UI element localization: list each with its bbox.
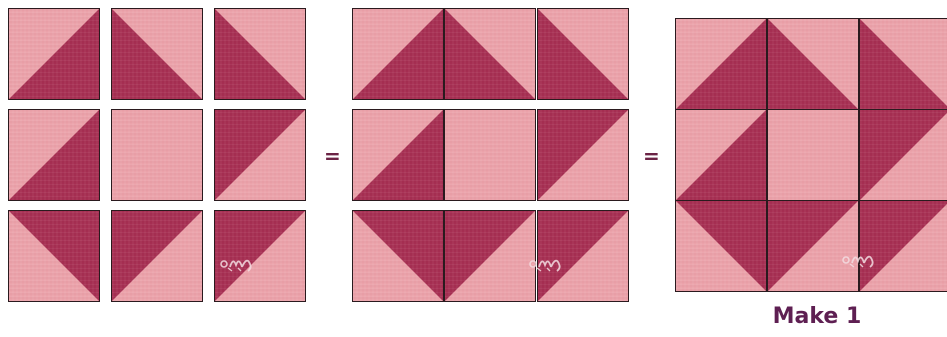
square-r3-c1 <box>8 210 100 302</box>
fabric-texture <box>214 109 306 201</box>
fabric-texture <box>537 8 629 100</box>
fabric-texture <box>352 109 444 201</box>
unsewn-squares-grid <box>8 8 306 302</box>
row1-patch-1 <box>352 8 444 100</box>
row2-patch-2 <box>444 109 536 201</box>
fabric-texture <box>859 18 947 110</box>
fabric-texture <box>859 200 947 292</box>
row3-patch-3 <box>537 210 629 302</box>
square-r1-c3 <box>214 8 306 100</box>
fabric-texture <box>8 210 100 302</box>
block-patch-r1-c3 <box>859 18 947 110</box>
fabric-texture <box>352 210 444 302</box>
row1-patch-3 <box>537 8 629 100</box>
square-r2-c2 <box>111 109 203 201</box>
square-r1-c1 <box>8 8 100 100</box>
square-r3-c2 <box>111 210 203 302</box>
square-r2-c1 <box>8 109 100 201</box>
fabric-texture <box>675 18 767 110</box>
block-patch-r3-c2 <box>767 200 859 292</box>
fabric-texture <box>767 109 859 201</box>
fabric-texture <box>444 109 536 201</box>
fabric-texture <box>8 109 100 201</box>
block-patch-r1-c1 <box>675 18 767 110</box>
fabric-texture <box>111 109 203 201</box>
fabric-texture <box>767 200 859 292</box>
block-patch-r1-c2 <box>767 18 859 110</box>
equals-sign-1: = <box>324 146 341 166</box>
block-patch-r2-c2 <box>767 109 859 201</box>
fabric-texture <box>767 18 859 110</box>
square-r3-c3 <box>214 210 306 302</box>
row3-patch-1 <box>352 210 444 302</box>
square-r1-c2 <box>111 8 203 100</box>
make-count-caption: Make 1 <box>752 304 882 329</box>
block-patch-r2-c1 <box>675 109 767 201</box>
fabric-texture <box>675 200 767 292</box>
fabric-texture <box>537 109 629 201</box>
row2-patch-1 <box>352 109 444 201</box>
fabric-texture <box>8 8 100 100</box>
fabric-texture <box>444 8 536 100</box>
sewn-rows-grid <box>352 8 629 302</box>
block-patch-r2-c3 <box>859 109 947 201</box>
finished-block <box>675 18 947 292</box>
fabric-texture <box>214 8 306 100</box>
fabric-texture <box>537 210 629 302</box>
fabric-texture <box>444 210 536 302</box>
fabric-texture <box>111 210 203 302</box>
block-patch-r3-c3 <box>859 200 947 292</box>
fabric-texture <box>111 8 203 100</box>
square-r2-c3 <box>214 109 306 201</box>
fabric-texture <box>214 210 306 302</box>
fabric-texture <box>352 8 444 100</box>
block-patch-r3-c1 <box>675 200 767 292</box>
equals-sign-2: = <box>643 146 660 166</box>
fabric-texture <box>675 109 767 201</box>
fabric-texture <box>859 109 947 201</box>
row1-patch-2 <box>444 8 536 100</box>
row3-patch-2 <box>444 210 536 302</box>
row2-patch-3 <box>537 109 629 201</box>
